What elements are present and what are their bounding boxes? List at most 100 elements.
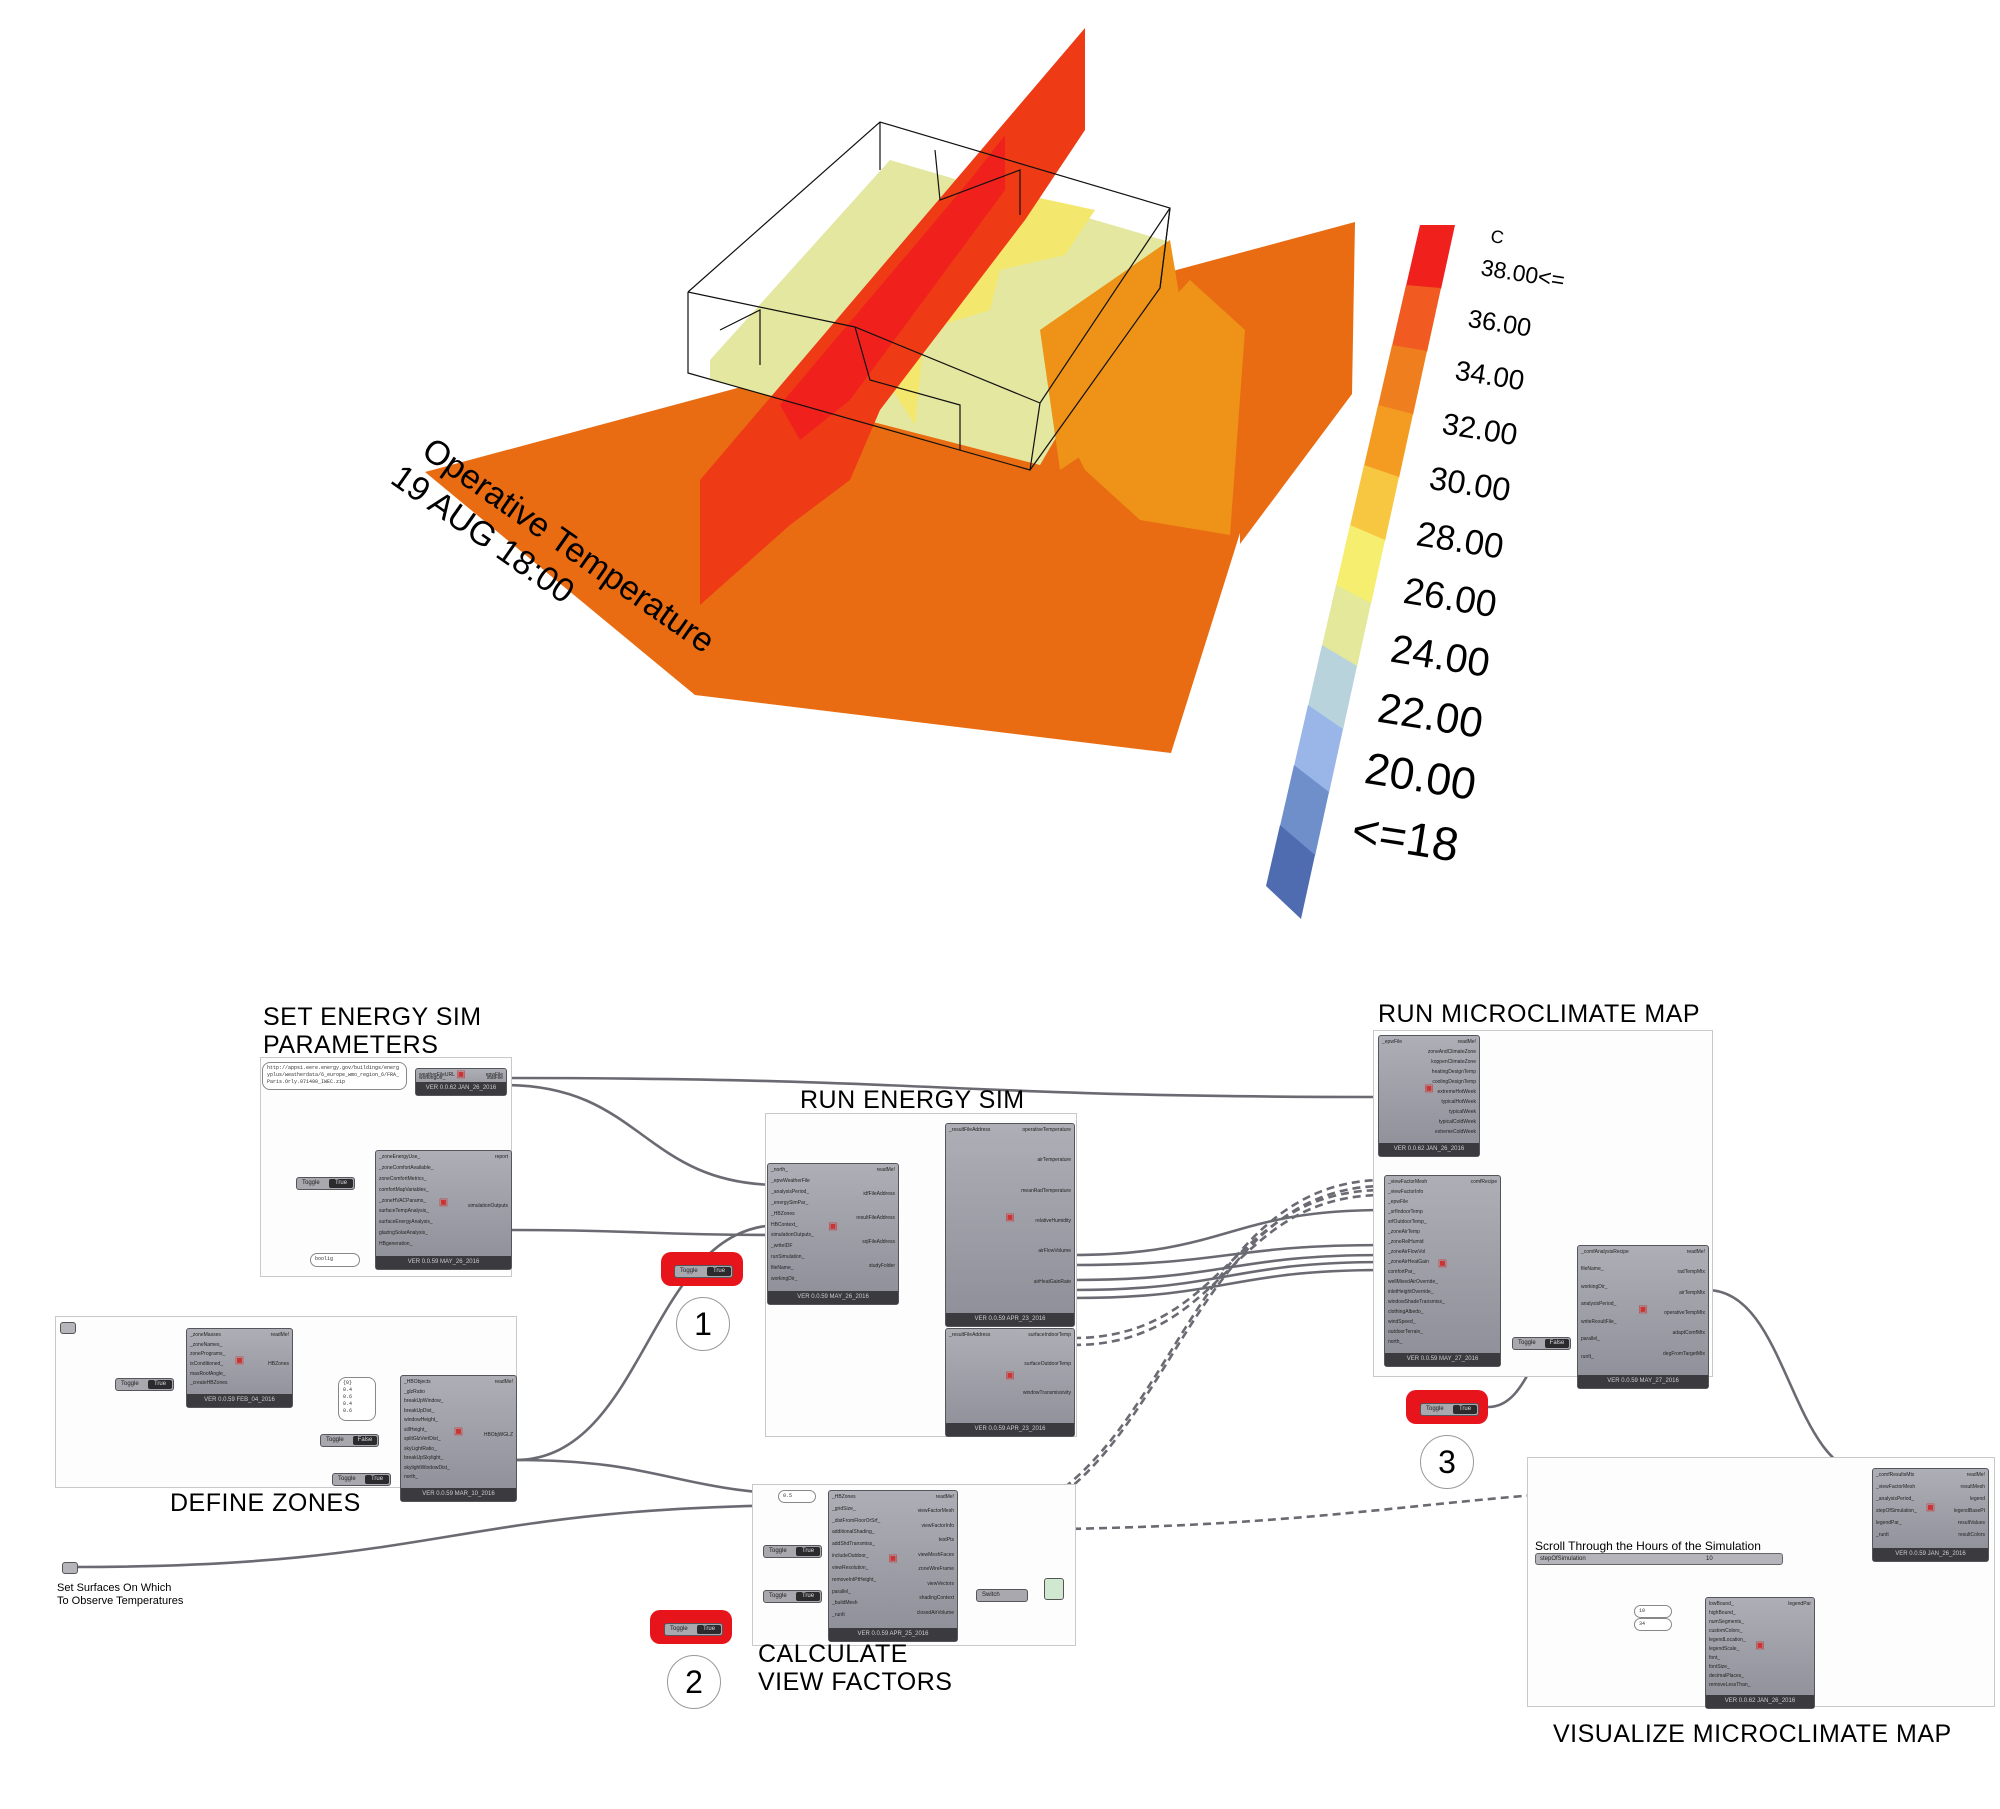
output-port[interactable]: coolingDesignTemp <box>1432 1079 1476 1085</box>
input-port[interactable]: lowBound_ <box>1709 1601 1734 1607</box>
output-port[interactable]: readMe! <box>1457 1039 1476 1045</box>
output-port[interactable]: airHeatGainRate <box>1033 1278 1071 1285</box>
input-port[interactable]: _zoneHVACParams_ <box>379 1197 427 1204</box>
input-port[interactable]: clothingAlbedo_ <box>1388 1309 1424 1315</box>
output-port[interactable]: legend <box>1969 1496 1985 1502</box>
output-port[interactable]: legendPar <box>1788 1601 1811 1607</box>
input-port[interactable]: _writeIDF <box>771 1243 793 1250</box>
input-port[interactable]: zoneComfortMetrics_ <box>379 1175 427 1182</box>
input-port[interactable]: viewResolution_ <box>832 1564 869 1571</box>
output-port[interactable]: studyFolder <box>868 1263 895 1269</box>
input-port[interactable]: parallel_ <box>832 1588 851 1595</box>
input-port[interactable]: _HBZones <box>832 1494 856 1500</box>
input-port[interactable]: legendScale_ <box>1709 1646 1740 1652</box>
input-port[interactable]: windowShadeTransmiss_ <box>1388 1299 1445 1305</box>
output-port[interactable]: viewVectors <box>927 1580 954 1587</box>
output-port[interactable]: idfFileAddress <box>863 1191 895 1197</box>
output-port[interactable]: heatingDesignTemp <box>1431 1069 1476 1075</box>
input-port[interactable]: HBContext_ <box>771 1221 798 1228</box>
input-port[interactable]: _zoneComfortAvailable_ <box>379 1164 434 1171</box>
input-port[interactable]: breakUpWindow_ <box>404 1398 444 1405</box>
output-port[interactable]: typicalWeek <box>1449 1109 1476 1115</box>
component-legend-par[interactable]: lowBound_highBound_numSegments_customCol… <box>1705 1597 1815 1709</box>
input-port[interactable]: _distFromFloorOrSrf_ <box>832 1517 881 1524</box>
factor-panel[interactable]: 0.5 <box>778 1490 816 1503</box>
component-masses[interactable]: _zoneMasses_zoneNames_zonePrograms_isCon… <box>186 1328 293 1408</box>
input-port[interactable]: surfaceEnergyAnalysis_ <box>379 1219 433 1226</box>
component-energy-params[interactable]: _zoneEnergyUse_ _zoneComfortAvailable_zon… <box>375 1150 512 1270</box>
output-port[interactable]: closedAirVolume <box>916 1609 954 1616</box>
input-port[interactable]: _gridSize_ <box>832 1505 856 1512</box>
input-port[interactable]: _viewFactorInfo <box>1388 1189 1424 1195</box>
component-view-factor[interactable]: _HBZones_gridSize__distFromFloorOrSrf_ad… <box>828 1490 958 1642</box>
legend-low-panel[interactable]: 10 <box>1634 1605 1672 1618</box>
input-port[interactable]: sillHeight_ <box>404 1426 428 1433</box>
input-port[interactable]: includeOutdoor_ <box>832 1553 869 1560</box>
output-port[interactable]: resultColors <box>1958 1532 1985 1538</box>
input-port[interactable]: _comfResultsMtx <box>1876 1472 1915 1478</box>
input-port[interactable]: workingDir_ <box>419 1075 446 1081</box>
output-port[interactable]: adaptComfMtx <box>1672 1330 1705 1337</box>
input-port[interactable]: _createHBZones <box>190 1380 228 1387</box>
input-port[interactable]: windowHeight_ <box>404 1417 438 1424</box>
input-port[interactable]: glazingSolarAnalysis_ <box>379 1230 428 1237</box>
input-port[interactable]: _zoneEnergyUse_ <box>379 1154 421 1160</box>
input-port[interactable]: writeResultFile_ <box>1581 1318 1617 1325</box>
output-port[interactable]: readMe! <box>935 1494 954 1500</box>
input-port[interactable]: _zoneAirHeatGain <box>1388 1259 1429 1265</box>
input-port[interactable]: splitGlzVertDist_ <box>404 1436 441 1443</box>
input-port[interactable]: _analysisPeriod_ <box>771 1188 810 1195</box>
output-port[interactable]: readMe! <box>876 1167 895 1173</box>
output-port[interactable]: koppenClimateZone <box>1431 1059 1476 1065</box>
input-port[interactable]: HBgeneration_ <box>379 1241 413 1248</box>
output-port[interactable]: epwFile <box>485 1072 503 1078</box>
legend-high-panel[interactable]: 34 <box>1634 1618 1672 1631</box>
output-port[interactable]: viewFactorMesh <box>917 1508 954 1515</box>
input-port[interactable]: _viewFactorMesh <box>1388 1179 1428 1185</box>
output-port[interactable]: surfaceOutdoorTemp <box>1024 1361 1071 1367</box>
output-port[interactable]: report <box>494 1154 508 1160</box>
input-port[interactable]: _srfIndoorTemp <box>1388 1209 1423 1215</box>
input-port[interactable]: inletHeightOverride_ <box>1388 1289 1434 1295</box>
input-port[interactable]: legendPar_ <box>1876 1520 1902 1526</box>
input-port[interactable]: _runIt <box>832 1612 845 1619</box>
input-port[interactable]: _resultFileAddress <box>949 1332 991 1338</box>
component-read-surfaces[interactable]: _resultFileAddress surfaceIndoorTemp surfa… <box>945 1328 1075 1437</box>
input-port[interactable]: legendLocation_ <box>1709 1637 1746 1643</box>
input-port[interactable]: _zoneNames_ <box>190 1341 223 1348</box>
output-port[interactable]: viewFactorInfo <box>921 1522 954 1529</box>
output-port[interactable]: typicalColdWeek <box>1438 1119 1476 1125</box>
output-port[interactable]: operativeTemperature <box>1022 1127 1071 1133</box>
input-port[interactable]: breakUpDist_ <box>404 1407 435 1414</box>
output-port[interactable]: surfaceIndoorTemp <box>1028 1332 1071 1338</box>
input-port[interactable]: _zoneMasses <box>190 1332 221 1338</box>
geometry-param-masses[interactable] <box>60 1322 76 1334</box>
input-port[interactable]: fileName_ <box>1581 1266 1604 1273</box>
input-port[interactable]: stepOfSimulation_ <box>1876 1508 1917 1514</box>
input-port[interactable]: _analysisPeriod_ <box>1876 1496 1915 1502</box>
input-port[interactable]: analysisPeriod_ <box>1581 1301 1617 1308</box>
input-port[interactable]: highBound_ <box>1709 1610 1736 1616</box>
input-port[interactable]: runIt_ <box>1581 1353 1594 1360</box>
component-run-energy[interactable]: _north__epwWeatherFile_analysisPeriod__e… <box>767 1163 899 1305</box>
input-port[interactable]: _HBZones <box>771 1210 795 1217</box>
output-port[interactable]: degFromTargetMtx <box>1663 1350 1705 1357</box>
input-port[interactable]: breakUpSkylight_ <box>404 1455 444 1462</box>
output-port[interactable]: airTempMtx <box>1679 1289 1705 1296</box>
input-port[interactable]: comfortMapVariables_ <box>379 1186 429 1193</box>
zone-values-panel[interactable]: {0} 0.4 0.6 0.4 0.6 <box>338 1377 376 1421</box>
input-port[interactable]: _glzRatio <box>404 1388 425 1395</box>
output-port[interactable]: extremeColdWeek <box>1434 1129 1476 1135</box>
input-port[interactable]: workingDir_ <box>1581 1283 1608 1290</box>
input-port[interactable]: weatherFileURL <box>419 1072 455 1078</box>
output-port[interactable]: readMe! <box>1686 1249 1705 1255</box>
input-port[interactable]: customColors_ <box>1709 1628 1743 1634</box>
input-port[interactable]: workingDir_ <box>771 1276 798 1283</box>
input-port[interactable]: north_ <box>404 1474 419 1481</box>
